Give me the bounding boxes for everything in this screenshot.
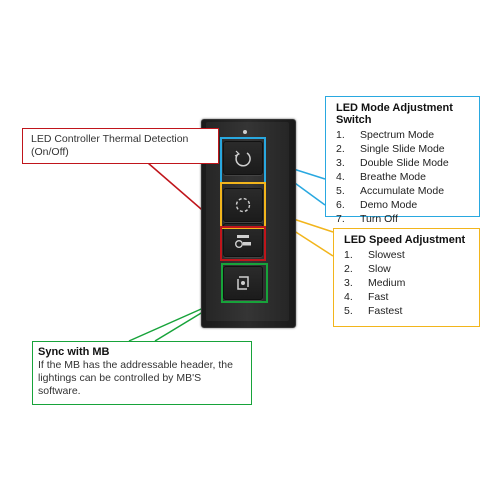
speed-list-item: 3. Medium <box>344 276 469 290</box>
speed-item-number: 3. <box>344 277 353 289</box>
mode-item-number: 1. <box>336 129 345 141</box>
speed-list-item: 1. Slowest <box>344 248 469 262</box>
mode-item-number: 3. <box>336 157 345 169</box>
speed-list-item: 5. Fastest <box>344 304 469 318</box>
speed-item-label: Fast <box>368 291 389 303</box>
speed-button[interactable] <box>223 188 263 222</box>
speed-item-label: Slowest <box>368 249 405 261</box>
mode-item-label: Single Slide Mode <box>360 143 445 155</box>
mode-callout-title: LED Mode Adjustment Switch <box>336 102 453 126</box>
thermal-callout-text: LED Controller Thermal Detection (On/Off… <box>31 133 189 158</box>
mode-list: 1. Spectrum Mode 2. Single Slide Mode 3. Doub… <box>336 128 469 226</box>
speed-item-label: Fastest <box>368 305 403 317</box>
sync-callout-title: Sync with MB <box>38 346 110 358</box>
sync-button-highlight <box>221 263 268 303</box>
speed-list-item: 4. Fast <box>344 290 469 304</box>
thermal-callout: LED Controller Thermal Detection (On/Off… <box>22 128 219 164</box>
sync-callout-body: If the MB has the addressable header, th… <box>38 359 233 397</box>
mode-item-label: Accumulate Mode <box>360 185 445 197</box>
mode-item-label: Demo Mode <box>360 199 418 211</box>
mode-list-item: 6. Demo Mode <box>336 198 469 212</box>
speed-list: 1. Slowest 2. Slow 3. Medium 4. Fast 5. Fastest <box>344 248 469 318</box>
mode-item-label: Breathe Mode <box>360 171 426 183</box>
dashed-circle-icon <box>235 197 251 213</box>
speed-item-number: 2. <box>344 263 353 275</box>
mode-button[interactable] <box>223 141 263 175</box>
mode-list-item: 2. Single Slide Mode <box>336 142 469 156</box>
speed-list-item: 2. Slow <box>344 262 469 276</box>
speed-item-number: 5. <box>344 305 353 317</box>
mode-item-number: 7. <box>336 213 345 225</box>
mode-list-item: 4. Breathe Mode <box>336 170 469 184</box>
mode-item-label: Double Slide Mode <box>360 157 449 169</box>
speed-item-number: 1. <box>344 249 353 261</box>
mode-item-label: Turn Off <box>360 213 398 225</box>
speed-callout-title: LED Speed Adjustment <box>344 234 466 246</box>
mode-button-highlight <box>220 137 266 184</box>
mode-list-item: 5. Accumulate Mode <box>336 184 469 198</box>
speed-button-highlight <box>220 182 266 229</box>
mode-item-number: 2. <box>336 143 345 155</box>
speed-item-label: Slow <box>368 263 391 275</box>
thermal-button-highlight <box>220 226 266 261</box>
sync-button[interactable] <box>223 266 263 300</box>
mode-list-item: 7. Turn Off <box>336 212 469 226</box>
speed-item-number: 4. <box>344 291 353 303</box>
mode-item-number: 4. <box>336 171 345 183</box>
mode-item-label: Spectrum Mode <box>360 129 435 141</box>
refresh-icon <box>234 150 251 167</box>
status-indicator-light <box>243 130 247 134</box>
mode-item-number: 5. <box>336 185 345 197</box>
sync-callout: Sync with MB If the MB has the addressab… <box>32 341 252 405</box>
mode-item-number: 6. <box>336 199 345 211</box>
speed-item-label: Medium <box>368 277 406 289</box>
mode-list-item: 3. Double Slide Mode <box>336 156 469 170</box>
mode-callout: LED Mode Adjustment Switch 1. Spectrum Mo… <box>325 96 480 225</box>
thermometer-icon <box>234 235 251 249</box>
speed-callout: LED Speed Adjustment 1. Slowest 2. Slow 3. Me… <box>333 228 480 327</box>
mode-list-item: 1. Spectrum Mode <box>336 128 469 142</box>
sync-icon <box>237 276 249 290</box>
